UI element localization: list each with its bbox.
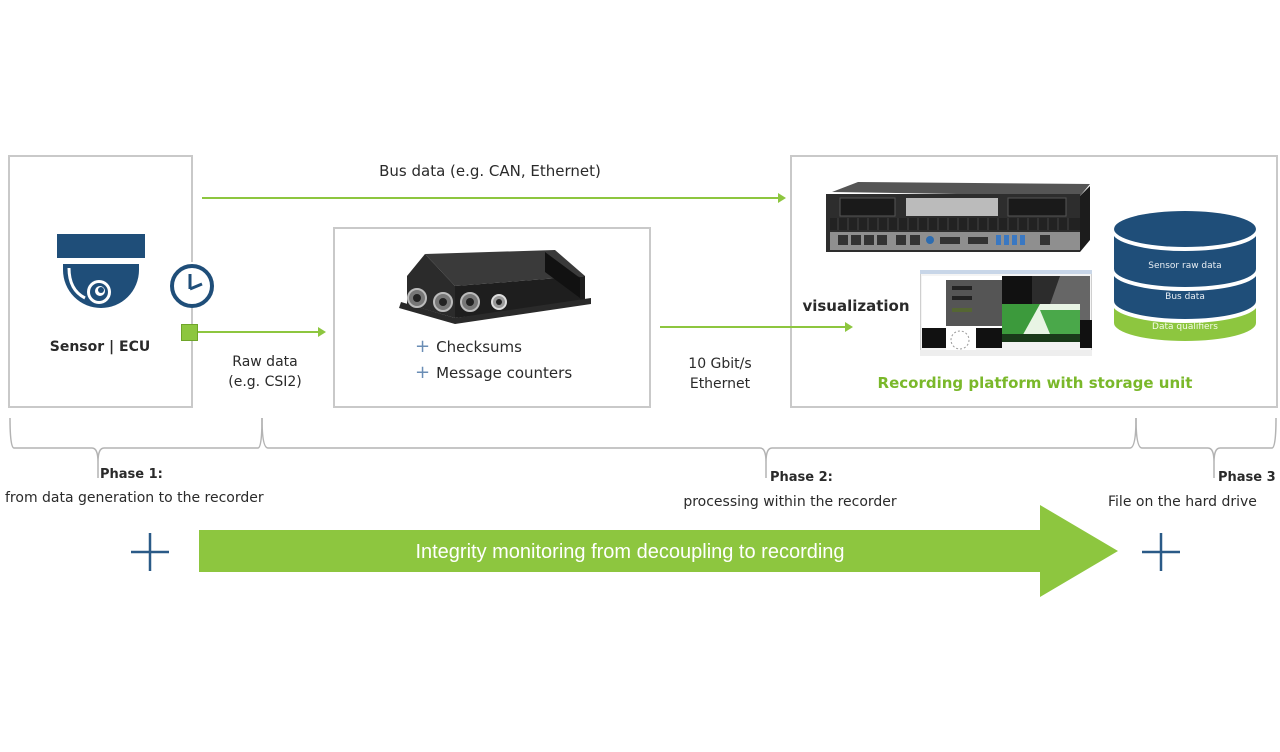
raw-data-port xyxy=(181,324,198,341)
phase2-bracket xyxy=(261,417,1137,478)
sensor-ecu-label: Sensor | ECU xyxy=(49,339,151,355)
recording-platform-title: Recording platform with storage unit xyxy=(877,374,1193,392)
interface-box-image xyxy=(399,250,591,324)
visualization-screenshot-image xyxy=(920,270,1092,356)
storage-label-sensor-raw-data: Sensor raw data xyxy=(1148,261,1222,271)
phase2-title: Phase 2: xyxy=(770,470,833,485)
storage-label-data-qualifiers: Data qualifiers xyxy=(1152,322,1218,332)
raw-data-label-line2: (e.g. CSI2) xyxy=(228,374,302,390)
checklist-item: + Message counters xyxy=(415,360,572,386)
storage-label-bus-data: Bus data xyxy=(1165,292,1205,302)
bus-data-arrowhead xyxy=(778,193,786,203)
clock-icon xyxy=(170,264,214,308)
ethernet-label-line2: Ethernet xyxy=(689,376,751,392)
plus-icon: + xyxy=(415,362,431,383)
raw-data-label: Raw data (e.g. CSI2) xyxy=(205,352,325,392)
visualization-label: visualization xyxy=(802,297,910,315)
raw-data-label-line1: Raw data xyxy=(232,354,298,370)
plus-icon-left xyxy=(131,533,169,571)
integrity-banner-label: Integrity monitoring from decoupling to … xyxy=(415,541,845,563)
ethernet-label-line1: 10 Gbit/s xyxy=(688,356,752,372)
phase2-desc: processing within the recorder xyxy=(683,494,897,510)
checklist-item: + Checksums xyxy=(415,334,572,360)
recording-platform-image xyxy=(826,182,1090,252)
storage-layer-bus-data xyxy=(1114,271,1256,319)
dome-camera-icon xyxy=(57,234,145,308)
phase3-bracket xyxy=(1135,417,1277,478)
storage-cylinder xyxy=(1112,211,1258,341)
storage-layer-sensor-raw-data xyxy=(1114,231,1256,287)
plus-icon-right xyxy=(1142,533,1180,571)
integrity-banner-arrow xyxy=(199,505,1118,597)
interface-checklist: + Checksums + Message counters xyxy=(415,334,572,386)
bus-data-label: Bus data (e.g. CAN, Ethernet) xyxy=(379,162,601,180)
phase3-title: Phase 3 xyxy=(1218,470,1276,485)
phase1-bracket xyxy=(9,417,263,478)
phase1-title: Phase 1: xyxy=(100,467,163,482)
checklist-item-label: Message counters xyxy=(436,364,573,382)
ethernet-arrowhead xyxy=(845,322,853,332)
phase1-desc: from data generation to the recorder xyxy=(5,490,264,506)
storage-top xyxy=(1114,211,1256,247)
checklist-item-label: Checksums xyxy=(436,338,522,356)
plus-icon: + xyxy=(415,336,431,357)
raw-data-arrowhead xyxy=(318,327,326,337)
phase3-desc: File on the hard drive xyxy=(1108,494,1257,510)
ethernet-label: 10 Gbit/s Ethernet xyxy=(660,354,780,394)
